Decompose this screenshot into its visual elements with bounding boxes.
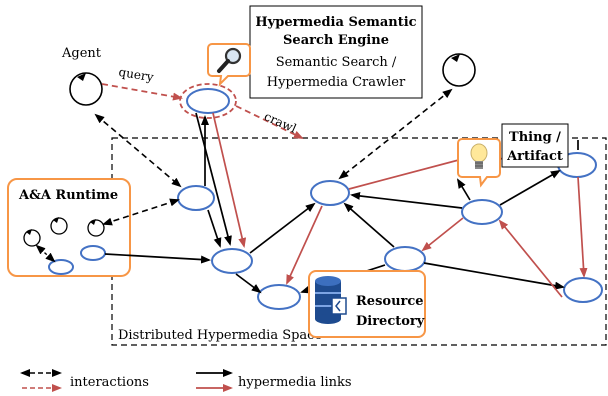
agent-node-2[interactable]: [442, 53, 476, 87]
resource-directory-label-2: Directory: [356, 314, 425, 329]
legend-links-label: hypermedia links: [238, 375, 352, 390]
agent-node[interactable]: [69, 72, 103, 106]
query-label: query: [118, 65, 155, 84]
node-right-bottom[interactable]: [563, 277, 603, 303]
agent-label: Agent: [61, 46, 102, 61]
node-mid-right[interactable]: [384, 246, 426, 272]
database-icon: [315, 276, 347, 324]
search-engine-sub-2: Hypermedia Crawler: [267, 75, 406, 90]
legend-interactions-label: interactions: [70, 375, 149, 390]
node-bottom[interactable]: [257, 284, 301, 310]
search-engine-box: [249, 5, 423, 99]
node-thing[interactable]: [461, 199, 503, 225]
lightbulb-icon: [457, 138, 501, 188]
thing-label-2: Artifact: [506, 149, 563, 164]
hypermedia-space-label: Distributed Hypermedia Space: [118, 328, 322, 343]
runtime-agent-2: [50, 217, 68, 235]
magnifier-icon: [207, 43, 251, 87]
crawl-edge: [235, 105, 304, 139]
node-center-low[interactable]: [211, 248, 253, 274]
interaction-runtime-node: [102, 198, 180, 226]
legend: interactions hypermedia links: [20, 369, 352, 392]
interaction-agent2-thing: [338, 88, 453, 180]
search-engine-title-1: Hypermedia Semantic: [255, 15, 416, 30]
resource-directory-label-1: Resource: [356, 294, 424, 309]
runtime-agent-3: [87, 219, 105, 237]
interaction-agent-node: [94, 113, 182, 188]
hypermedia-links-black: [104, 112, 579, 294]
search-engine-node[interactable]: [186, 88, 230, 114]
aa-runtime-label: A&A Runtime: [18, 188, 118, 203]
agent2-cycle-arrow: [451, 54, 460, 62]
search-engine-title-2: Search Engine: [283, 33, 389, 48]
runtime-node-b[interactable]: [80, 245, 106, 261]
agent-cycle-arrow: [77, 73, 86, 81]
crawl-label: crawl: [262, 109, 299, 136]
thing-box: [501, 123, 569, 168]
thing-label-1: Thing /: [509, 130, 561, 145]
query-edge: [101, 83, 183, 101]
runtime-agent-1: [23, 229, 41, 247]
node-left-mid[interactable]: [177, 185, 215, 211]
node-center-top[interactable]: [310, 180, 350, 206]
runtime-node-a[interactable]: [48, 259, 74, 275]
search-engine-sub-1: Semantic Search /: [276, 55, 397, 70]
